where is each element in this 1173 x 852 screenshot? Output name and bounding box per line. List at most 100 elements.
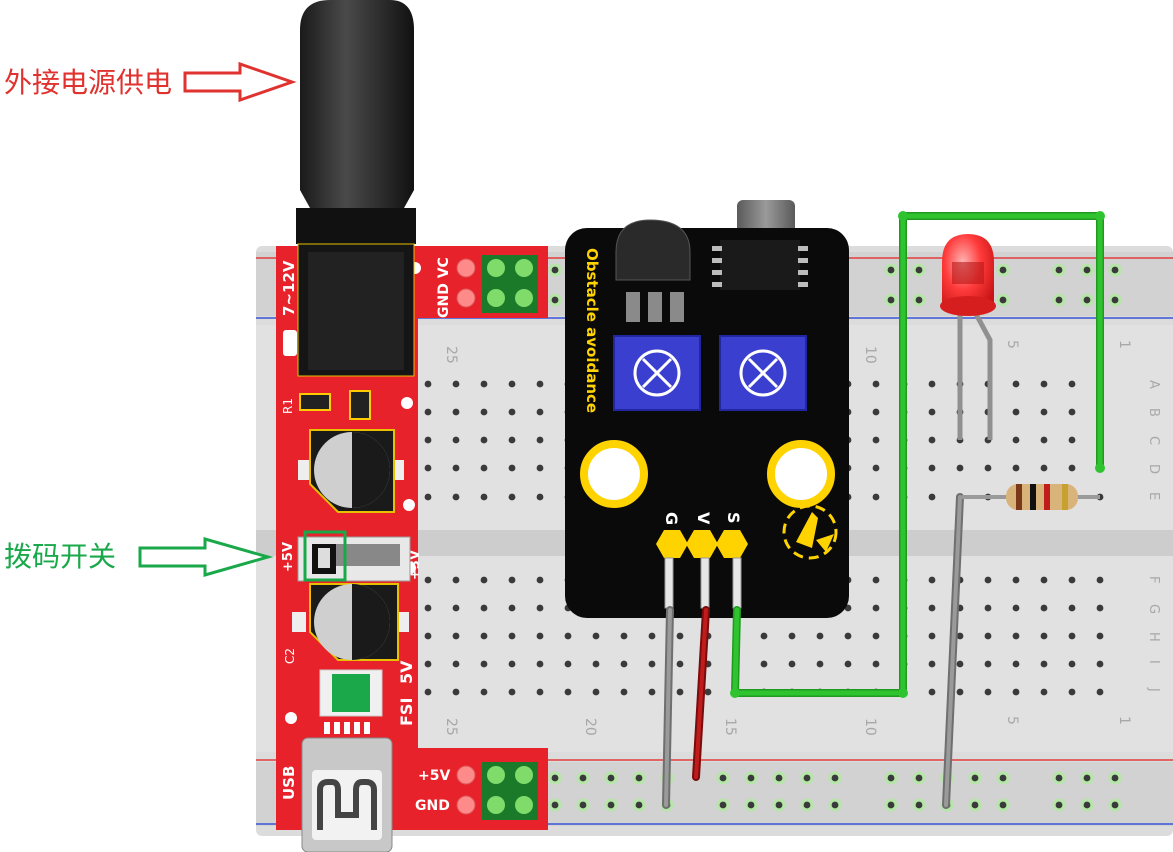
breadboard-hole	[1068, 688, 1076, 696]
breadboard-hole	[480, 436, 488, 444]
breadboard-hole	[424, 688, 432, 696]
breadboard-hole	[635, 774, 643, 782]
breadboard-hole	[984, 632, 992, 640]
mount-hole	[401, 397, 413, 409]
breadboard-hole	[508, 660, 516, 668]
breadboard-hole	[803, 801, 811, 809]
wires	[662, 212, 1104, 809]
col-num-top-25: 25	[443, 346, 459, 364]
breadboard-hole	[1096, 688, 1104, 696]
col-num-top-10: 10	[862, 346, 878, 364]
breadboard-hole	[1012, 660, 1020, 668]
switch-5v-label: +5V	[281, 542, 296, 572]
breadboard-hole	[928, 380, 936, 388]
breadboard-hole	[536, 464, 544, 472]
breadboard-hole	[564, 660, 572, 668]
breadboard-hole	[872, 632, 880, 640]
breadboard-hole	[887, 266, 895, 274]
dc-power-jack	[296, 0, 416, 377]
breadboard-hole	[1012, 604, 1020, 612]
potentiometer-right[interactable]	[719, 335, 807, 411]
breadboard-hole	[480, 493, 488, 501]
breadboard-hole	[747, 774, 755, 782]
breadboard-hole	[1040, 576, 1048, 584]
breadboard-hole	[508, 380, 516, 388]
usb-label: USB	[280, 766, 298, 800]
breadboard-hole	[1055, 774, 1063, 782]
breadboard-hole	[424, 493, 432, 501]
bottom-header-gnd: GND	[415, 798, 450, 814]
bottom-header-5v: +5V	[418, 768, 450, 784]
breadboard-hole	[424, 408, 432, 416]
col-num-bottom-5: 5	[1004, 716, 1020, 725]
breadboard-hole	[928, 464, 936, 472]
breadboard-hole	[887, 774, 895, 782]
row-letter-j: J	[1146, 687, 1161, 692]
breadboard-hole	[676, 660, 684, 668]
mount-hole	[403, 499, 415, 511]
breadboard-hole	[1111, 774, 1119, 782]
sensor-title: Obstacle avoidance	[583, 248, 601, 413]
breadboard-hole	[480, 576, 488, 584]
breadboard-hole	[508, 688, 516, 696]
breadboard-hole	[452, 576, 460, 584]
row-letter-a: A	[1146, 380, 1161, 389]
power-annotation-label: 外接电源供电	[4, 66, 172, 99]
breadboard-hole	[999, 801, 1007, 809]
five-v-label: 5V	[397, 660, 416, 684]
breadboard-hole	[480, 688, 488, 696]
breadboard-hole	[424, 576, 432, 584]
breadboard-hole	[480, 380, 488, 388]
top-header-pins	[456, 255, 538, 313]
breadboard-hole	[956, 688, 964, 696]
breadboard-hole	[648, 688, 656, 696]
breadboard-hole	[424, 380, 432, 388]
breadboard-hole	[971, 774, 979, 782]
row-letter-b: B	[1146, 408, 1161, 417]
red-led	[940, 234, 996, 440]
row-letter-f: F	[1146, 576, 1161, 583]
usb-connector	[301, 737, 393, 852]
breadboard-hole	[872, 408, 880, 416]
breadboard-hole	[915, 774, 923, 782]
sensor-chip-pins	[626, 292, 684, 322]
ic-chip	[712, 240, 808, 290]
potentiometer-left[interactable]	[613, 335, 701, 411]
col-num-bottom-1: 1	[1116, 716, 1132, 725]
breadboard-hole	[1083, 774, 1091, 782]
breadboard-hole	[1083, 801, 1091, 809]
usb-pads	[324, 722, 370, 734]
breadboard-hole	[480, 604, 488, 612]
breadboard-hole	[536, 688, 544, 696]
switch-annotation-label: 拨码开关	[4, 540, 116, 573]
smd-component	[349, 390, 371, 420]
breadboard-hole	[1040, 660, 1048, 668]
breadboard-hole	[676, 632, 684, 640]
breadboard-hole	[536, 493, 544, 501]
row-letter-d: D	[1146, 464, 1161, 474]
switch-highlight-box	[303, 530, 347, 582]
smd-fuse	[319, 669, 383, 717]
breadboard-hole	[1040, 380, 1048, 388]
ir-transmitter	[615, 219, 691, 281]
breadboard-hole	[1068, 632, 1076, 640]
breadboard-hole	[928, 688, 936, 696]
breadboard-hole	[424, 604, 432, 612]
row-letter-e: E	[1146, 492, 1161, 500]
breadboard-hole	[704, 688, 712, 696]
dip-switch[interactable]	[297, 530, 411, 582]
row-letter-h: H	[1146, 632, 1161, 642]
breadboard-hole	[536, 408, 544, 416]
breadboard-hole	[607, 774, 615, 782]
power-module: 7~12V GND VC R1 +5V +3V	[276, 0, 548, 852]
sensor-board	[565, 228, 849, 618]
breadboard-hole	[928, 576, 936, 584]
breadboard-hole	[508, 408, 516, 416]
breadboard-hole	[551, 266, 559, 274]
breadboard-hole	[788, 632, 796, 640]
resistor-r1	[299, 393, 331, 411]
col-num-bottom-10: 10	[862, 718, 878, 736]
breadboard-hole	[551, 774, 559, 782]
power-annotation-arrow	[183, 61, 297, 103]
breadboard-hole	[1068, 660, 1076, 668]
